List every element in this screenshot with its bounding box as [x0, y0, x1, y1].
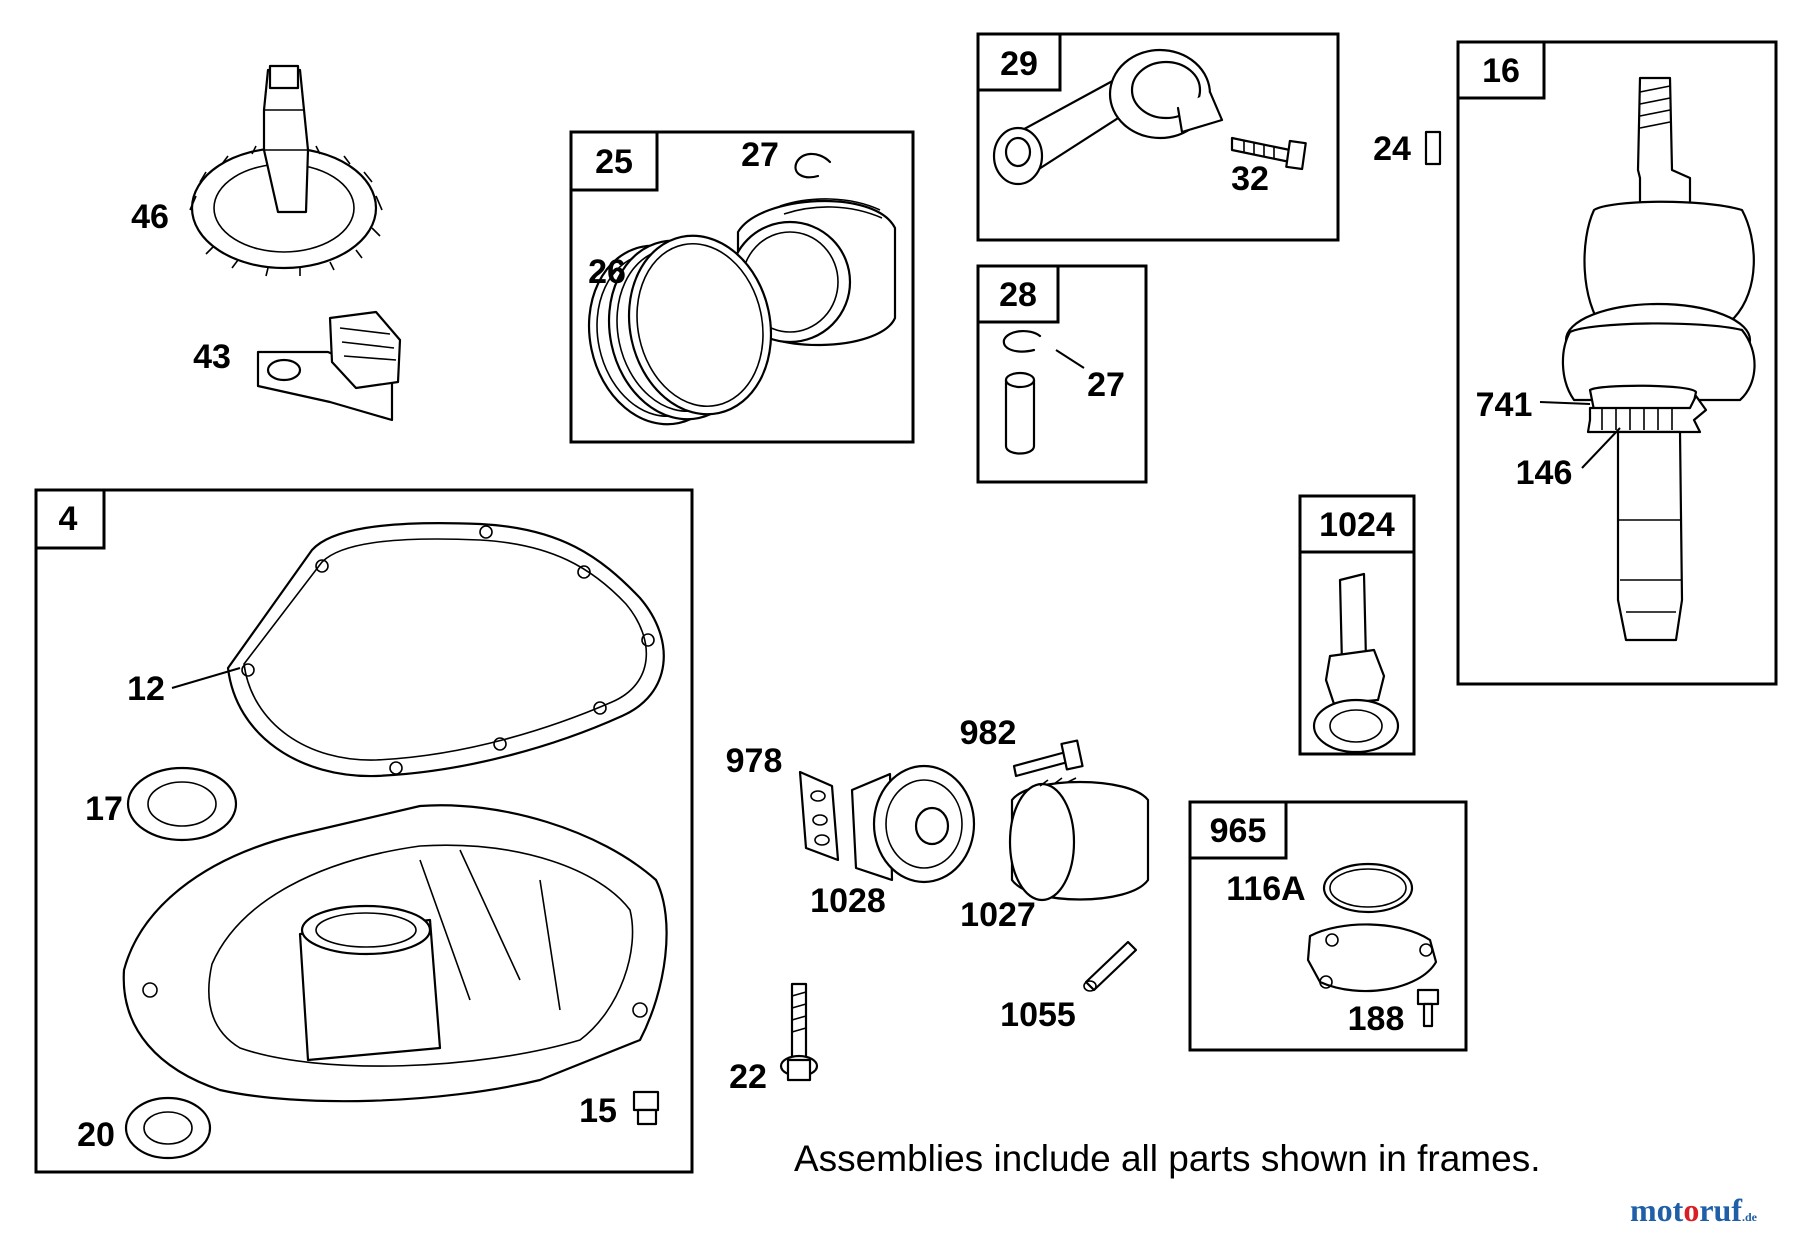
part-number-22: 22 — [729, 1058, 767, 1096]
part-number-741: 741 — [1476, 386, 1533, 424]
camshaft-gear-icon — [189, 64, 383, 277]
assembly-number-28: 28 — [999, 276, 1037, 314]
crankshaft-icon — [1561, 76, 1756, 642]
part-number-17: 17 — [85, 790, 123, 828]
part-number-116A: 116A — [1226, 870, 1305, 908]
assembly-frame-965: 965 — [1188, 800, 1468, 1052]
part-number-146: 146 — [1516, 454, 1573, 492]
part-number-15: 15 — [579, 1092, 617, 1130]
governor-icon — [256, 310, 402, 422]
part-number-978: 978 — [726, 742, 783, 780]
adapter-gasket-icon — [798, 770, 840, 862]
part-number-188: 188 — [1348, 1000, 1405, 1038]
drain-plug-icon — [632, 1090, 660, 1126]
assembly-number-16: 16 — [1482, 52, 1520, 90]
part-number-1028: 1028 — [810, 882, 886, 920]
seal-ring-icon — [124, 1096, 212, 1160]
part-number-43: 43 — [193, 338, 231, 376]
rod-bolt-icon — [1230, 136, 1307, 171]
assembly-frame-25: 25 — [569, 130, 915, 444]
part-number-27: 27 — [741, 136, 779, 174]
part-number-24: 24 — [1373, 130, 1411, 168]
assembly-number-1024: 1024 — [1319, 506, 1395, 544]
assembly-number-25: 25 — [595, 143, 633, 181]
part-number-27: 27 — [1087, 366, 1125, 404]
key-icon — [1424, 130, 1442, 166]
assembly-frame-4: 4 — [34, 488, 694, 1174]
circlip-icon — [794, 152, 832, 179]
assembly-number-29: 29 — [1000, 45, 1038, 83]
part-number-1055: 1055 — [1000, 996, 1076, 1034]
watermark-logo: motoruf.de — [1630, 1192, 1757, 1228]
part-number-982: 982 — [960, 714, 1017, 752]
assembly-frame-16: 16 — [1456, 40, 1778, 686]
connecting-rod-icon — [992, 48, 1224, 186]
assembly-number-4: 4 — [59, 500, 78, 538]
bolt-icon — [779, 982, 819, 1082]
filter-bolt-icon — [1012, 739, 1084, 778]
part-number-1027: 1027 — [960, 896, 1036, 934]
oil-pump-icon — [1312, 572, 1400, 754]
assembly-frame-1024: 1024 — [1298, 494, 1416, 756]
gasket-icon — [226, 522, 665, 778]
screw-icon — [1416, 988, 1440, 1028]
part-number-20: 20 — [77, 1116, 115, 1154]
dowel-pin-icon — [1083, 940, 1138, 992]
pump-cover-icon — [1306, 923, 1438, 993]
sump-base-icon — [122, 804, 668, 1103]
assembly-number-965: 965 — [1210, 812, 1267, 850]
o-ring-icon — [1322, 862, 1414, 914]
part-number-32: 32 — [1231, 160, 1269, 198]
assembly-frame-29: 29 — [976, 32, 1340, 242]
piston-icon — [728, 198, 897, 347]
oil-seal-icon — [126, 766, 238, 842]
part-number-12: 12 — [127, 670, 165, 708]
part-number-46: 46 — [131, 198, 169, 236]
assembly-frame-28: 28 — [976, 264, 1148, 484]
circlip-icon — [1002, 330, 1042, 353]
oil-filter-icon — [1008, 777, 1150, 902]
assembly-note: Assemblies include all parts shown in fr… — [794, 1138, 1541, 1179]
wrist-pin-icon — [1004, 371, 1036, 455]
part-number-26: 26 — [588, 253, 626, 291]
piston-rings-icon — [587, 234, 773, 426]
filter-adapter-icon — [850, 764, 976, 884]
